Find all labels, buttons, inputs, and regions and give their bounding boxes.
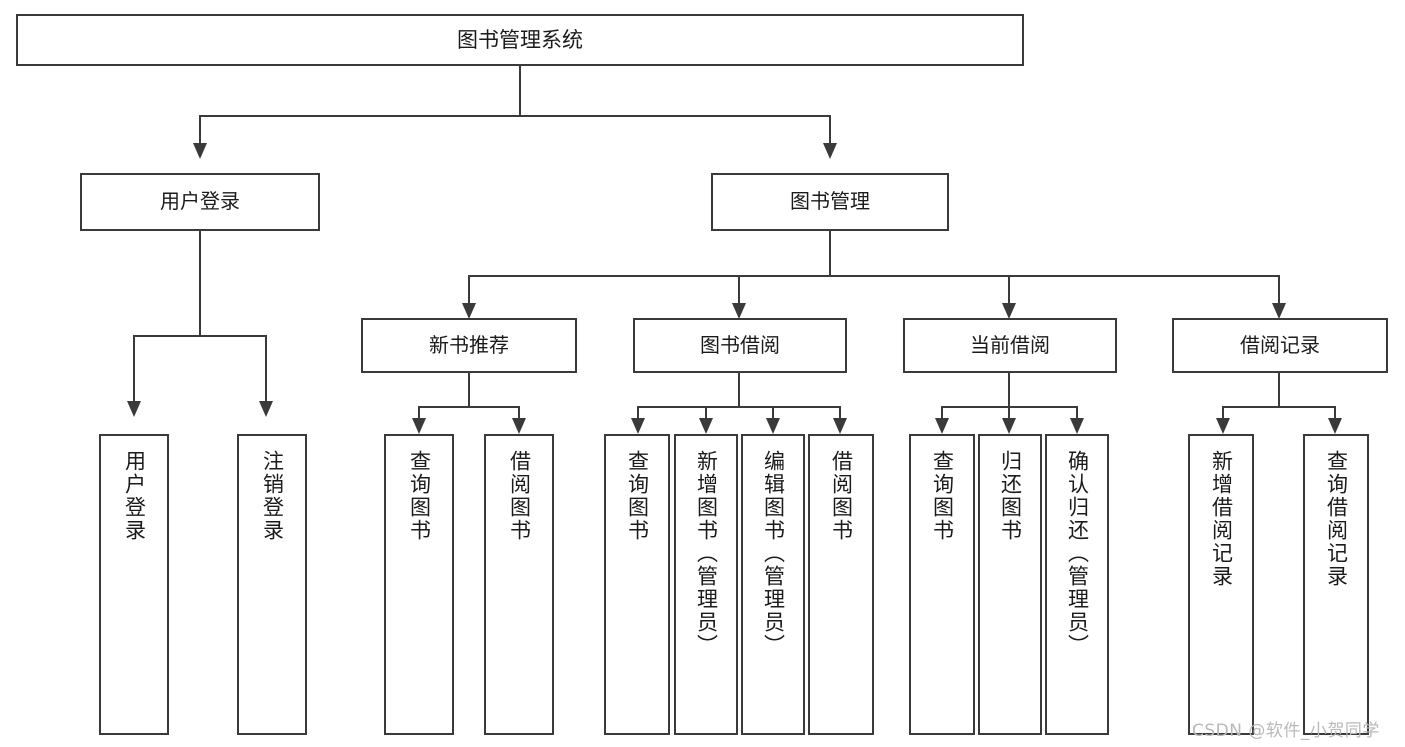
connector-bm-drop-4 [1278,275,1280,305]
connector-root-drop-left [199,115,201,145]
connector-borrowrecord-bus [1222,406,1336,408]
leaf-confirm-return[interactable]: 确认归还（管理员） [1045,434,1109,735]
connector-bb-drop-4 [839,406,841,420]
arrow-to-user-login [193,143,207,159]
connector-user-login-drop-2 [265,335,267,403]
arrow-to-query-record [1328,418,1342,434]
connector-bb-drop-1 [637,406,639,420]
arrow-to-add-record [1216,418,1230,434]
connector-newbook-stem [468,373,470,407]
connector-bookborrow-stem [738,373,740,407]
connector-cb-drop-1 [941,406,943,420]
connector-cb-drop-3 [1076,406,1078,420]
node-label: 用户登录 [160,189,240,214]
arrow-to-return-book [1002,418,1016,434]
node-label: 图书管理系统 [457,27,583,52]
connector-currentborrow-stem [1008,373,1010,407]
leaf-add-borrow-record[interactable]: 新增借阅记录 [1188,434,1254,735]
arrow-to-leaf-logout [259,401,273,417]
arrow-to-book-manage [823,143,837,159]
leaf-user-login[interactable]: 用户登录 [99,434,169,735]
connector-user-login-drop-1 [133,335,135,403]
leaf-borrow-book-borrow[interactable]: 借阅图书 [808,434,874,735]
arrow-to-query-book-3 [935,418,949,434]
arrow-to-current-borrow [1002,303,1016,319]
connector-user-login-bus [133,335,267,337]
node-borrow-record[interactable]: 借阅记录 [1172,318,1388,373]
node-label: 注销登录 [260,450,285,542]
connector-user-login-stem [199,231,201,336]
node-current-borrow[interactable]: 当前借阅 [903,318,1117,373]
connector-bm-drop-1 [468,275,470,305]
node-label: 借阅图书 [507,450,532,542]
connector-bm-drop-2 [738,275,740,305]
connector-bb-drop-3 [772,406,774,420]
connector-newbook-drop-2 [518,406,520,420]
node-label: 确认归还（管理员） [1065,450,1090,657]
connector-br-drop-1 [1222,406,1224,420]
node-label: 当前借阅 [970,332,1050,357]
arrow-to-edit-book [766,418,780,434]
node-label: 新增借阅记录 [1209,450,1234,588]
node-label: 新增图书（管理员） [694,450,719,657]
leaf-query-book-newbook[interactable]: 查询图书 [384,434,454,735]
node-label: 查询图书 [625,450,650,542]
leaf-logout[interactable]: 注销登录 [237,434,307,735]
connector-newbook-bus [418,406,520,408]
connector-book-manage-stem [829,231,831,276]
connector-root-drop-right [829,115,831,145]
node-label: 查询图书 [930,450,955,542]
node-book-manage[interactable]: 图书管理 [711,173,949,231]
arrow-to-new-book [462,303,476,319]
arrow-to-borrow-record [1272,303,1286,319]
node-label: 查询借阅记录 [1324,450,1349,588]
arrow-to-query-book-1 [412,418,426,434]
leaf-query-book-borrow[interactable]: 查询图书 [604,434,670,735]
arrow-to-query-book-2 [631,418,645,434]
arrow-to-leaf-user-login [127,401,141,417]
connector-newbook-drop-1 [418,406,420,420]
leaf-add-book[interactable]: 新增图书（管理员） [674,434,738,735]
connector-bb-drop-2 [705,406,707,420]
connector-bm-drop-3 [1008,275,1010,305]
node-label: 借阅记录 [1240,332,1320,357]
node-label: 编辑图书（管理员） [761,450,786,657]
node-label: 借阅图书 [829,450,854,542]
node-label: 用户登录 [122,450,147,542]
connector-root-stem [519,66,521,116]
node-label: 图书借阅 [700,332,780,357]
arrow-to-add-book [699,418,713,434]
node-label: 查询图书 [407,450,432,542]
connector-book-manage-bus [468,275,1280,277]
leaf-borrow-book-newbook[interactable]: 借阅图书 [484,434,554,735]
arrow-to-borrow-book [732,303,746,319]
connector-root-bus [199,115,831,117]
node-book-borrow[interactable]: 图书借阅 [633,318,847,373]
node-new-book-recommend[interactable]: 新书推荐 [361,318,577,373]
node-root-system[interactable]: 图书管理系统 [16,14,1024,66]
node-label: 图书管理 [790,189,870,214]
connector-borrowrecord-stem [1278,373,1280,407]
leaf-query-book-current[interactable]: 查询图书 [909,434,975,735]
node-label: 新书推荐 [429,332,509,357]
arrow-to-borrow-book-2 [833,418,847,434]
connector-cb-drop-2 [1008,406,1010,420]
connector-bookborrow-bus [637,406,841,408]
node-label: 归还图书 [998,450,1023,542]
arrow-to-borrow-book-1 [512,418,526,434]
leaf-edit-book[interactable]: 编辑图书（管理员） [741,434,805,735]
arrow-to-confirm-return [1070,418,1084,434]
leaf-return-book[interactable]: 归还图书 [978,434,1042,735]
connector-br-drop-2 [1334,406,1336,420]
node-user-login[interactable]: 用户登录 [80,173,320,231]
leaf-query-borrow-record[interactable]: 查询借阅记录 [1303,434,1369,735]
